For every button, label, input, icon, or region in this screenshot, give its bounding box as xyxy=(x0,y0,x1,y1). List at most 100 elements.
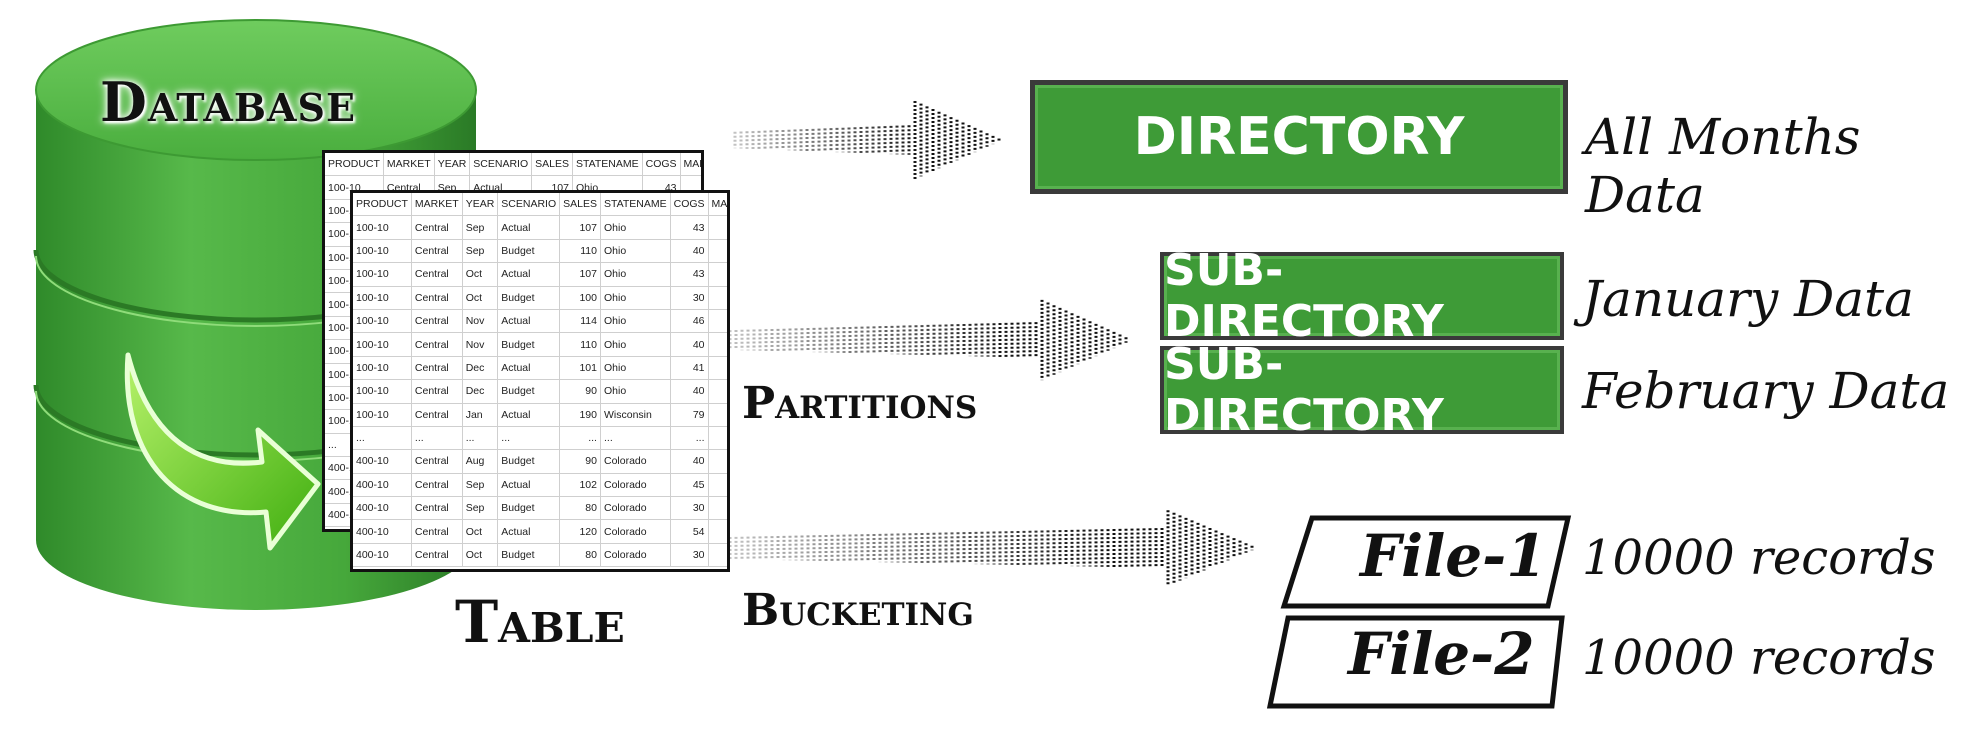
table-cell: 100-10 xyxy=(353,215,412,240)
file-2-label: File-2 xyxy=(1348,620,1535,688)
table-header-cell: SALES xyxy=(531,153,573,177)
table-cell: Budget xyxy=(497,496,561,521)
table-cell: 40 xyxy=(670,449,709,474)
arrow-to-files xyxy=(728,510,1254,586)
table-cell: Sep xyxy=(462,215,499,240)
table-cell: 100-10 xyxy=(353,309,412,334)
subdirectory-box-1: SUB-DIRECTORY xyxy=(1160,245,1564,347)
table-cell: 101 xyxy=(559,356,601,381)
table-cell: Jan xyxy=(462,403,499,427)
table-cell: 100-10 xyxy=(353,379,412,404)
table-row: 100-10CentralNovBudget110Ohio401020120 xyxy=(353,332,727,357)
table-cell: 40 xyxy=(670,379,709,404)
table-header-cell: MARKET xyxy=(411,193,463,217)
table-cell: Ohio xyxy=(600,262,671,287)
table-cell: Budget xyxy=(497,543,561,568)
table-cell: ... xyxy=(708,426,727,451)
table-header-cell: PRODUCT xyxy=(353,193,412,217)
table-cell: ... xyxy=(411,426,463,451)
table-cell: ... xyxy=(462,426,499,451)
table-cell: Central xyxy=(411,286,463,310)
table-cell: 10 xyxy=(708,239,727,264)
table-cell: Actual xyxy=(497,403,561,427)
table-cell: Colorado xyxy=(600,496,671,521)
table-cell: Ohio xyxy=(600,332,671,357)
table-header-cell: SCENARIO xyxy=(469,153,533,177)
curved-arrow-icon xyxy=(124,352,321,551)
table-cell: Actual xyxy=(497,356,561,381)
table-cell: Dec xyxy=(462,356,499,381)
table-cell: 43 xyxy=(670,215,709,240)
table-cell: Ohio xyxy=(600,379,671,404)
table-row: 100-10CentralOctActual107Ohio4313221112 xyxy=(353,262,727,287)
table-row: 400-10CentralSepActual102Colorado4517330… xyxy=(353,473,727,498)
partitions-label: Partitions xyxy=(742,378,978,429)
table-row: 400-10CentralOctActual120Colorado5420330… xyxy=(353,519,727,544)
table-header-cell: STATENAME xyxy=(572,153,643,177)
table-cell: Colorado xyxy=(600,449,671,474)
table-cell: 13 xyxy=(708,215,727,240)
directory-label: DIRECTORY xyxy=(1133,107,1465,167)
table-cell: 100-10 xyxy=(353,262,412,287)
table-cell: 90 xyxy=(559,379,601,404)
table-cell: Budget xyxy=(497,286,561,310)
table-cell: 46 xyxy=(670,309,709,334)
table-cell: ... xyxy=(670,426,709,451)
table-header-cell: MARKETING xyxy=(680,153,701,177)
directory-desc: All Months Data xyxy=(1585,108,1861,224)
table-cell: 100 xyxy=(559,286,601,310)
table-cell: Colorado xyxy=(600,473,671,498)
table-cell: Central xyxy=(411,215,463,240)
subdirectory-label: SUB-DIRECTORY xyxy=(1164,245,1444,347)
table-cell: Oct xyxy=(462,519,499,544)
table-cell: Central xyxy=(411,519,463,544)
table-cell: 100-10 xyxy=(353,286,412,310)
table-cell: 80 xyxy=(559,543,601,568)
table-cell: Central xyxy=(411,473,463,498)
table-cell: Actual xyxy=(497,309,561,334)
table-cell: 10 xyxy=(708,449,727,474)
table-cell: Actual xyxy=(497,473,561,498)
file-2-desc: 10000 records xyxy=(1582,630,1936,686)
table-cell: 100-10 xyxy=(353,356,412,381)
table-cell: Central xyxy=(411,239,463,264)
table-cell: Sep xyxy=(462,496,499,521)
table-cell: 107 xyxy=(559,262,601,287)
table-cell: Ohio xyxy=(600,239,671,264)
table-header-cell: COGS xyxy=(670,193,709,217)
table-cell: 107 xyxy=(559,215,601,240)
table-cell: Central xyxy=(411,543,463,568)
table-cell: Colorado xyxy=(600,519,671,544)
subdirectory-label: SUB-DIRECTORY xyxy=(1164,339,1444,441)
table-row: 100-10CentralSepBudget110Ohio40102090 xyxy=(353,239,727,264)
table-cell: Oct xyxy=(462,286,499,310)
table-cell: 190 xyxy=(559,403,601,427)
table-cell: ... xyxy=(497,426,561,451)
table-row: 100-10CentralOctBudget100Ohio3001090 xyxy=(353,286,727,310)
table-cell: Central xyxy=(411,449,463,474)
table-cell: 400-10 xyxy=(353,496,412,521)
subdirectory-desc-2: February Data xyxy=(1582,362,1950,420)
table-cell: Aug xyxy=(462,449,499,474)
table-cell: 43 xyxy=(670,262,709,287)
table-header-cell: YEAR xyxy=(434,153,471,177)
table-cell: 100-10 xyxy=(353,332,412,357)
table-cell: 14 xyxy=(708,309,727,334)
table-cell: 40 xyxy=(670,332,709,357)
table-cell: Ohio xyxy=(600,356,671,381)
table-cell: 10 xyxy=(708,332,727,357)
table-cell: 45 xyxy=(670,473,709,498)
table-cell: 40 xyxy=(670,239,709,264)
table-cell: 13 xyxy=(708,262,727,287)
table-cell: Nov xyxy=(462,309,499,334)
table-header-cell: COGS xyxy=(642,153,681,177)
table-cell: Oct xyxy=(462,262,499,287)
table-cell: Budget xyxy=(497,449,561,474)
table-cell: ... xyxy=(600,426,671,451)
table-cell: Central xyxy=(411,496,463,521)
table-cell: Actual xyxy=(497,519,561,544)
table-cell: ... xyxy=(559,426,601,451)
table-row: 400-10CentralSepBudget80Colorado30103090 xyxy=(353,496,727,521)
table-cell: Colorado xyxy=(600,543,671,568)
